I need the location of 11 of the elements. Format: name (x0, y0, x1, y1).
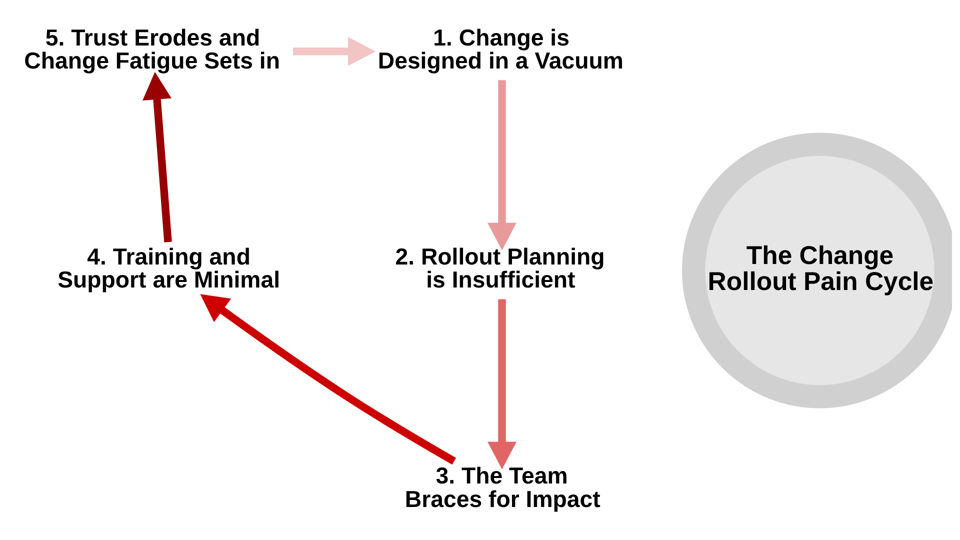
arrow (488, 298, 516, 469)
node-circle: The Change Rollout Pain Cycle (682, 132, 952, 408)
node-text: 5. Trust Erodes and Change Fatigue Sets in (24, 24, 280, 74)
node-text: 2. Rollout Planning is Insufficient (395, 243, 605, 292)
arrow (292, 36, 376, 66)
arrow (142, 71, 172, 242)
node-text: 1. Change is Designed in a Vacuum (378, 24, 624, 74)
arrow (200, 294, 456, 464)
node-text: 3. The Team Braces for Impact (404, 462, 600, 512)
arrow (488, 80, 516, 250)
node-text: 4. Training and Support are Minimal (58, 243, 280, 292)
